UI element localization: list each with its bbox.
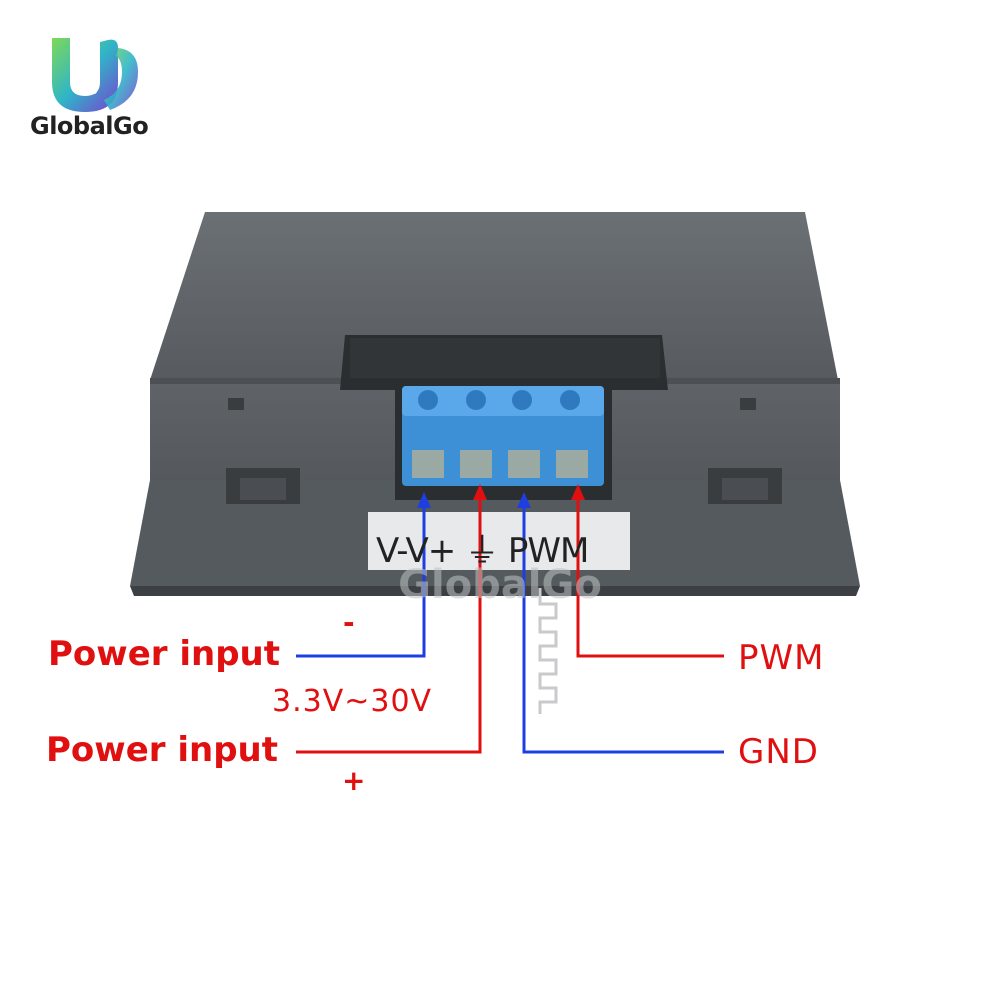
label-voltage-range: 3.3V~30V [272, 684, 433, 719]
label-pwm: PWM [738, 638, 825, 678]
terminal-label-text: V-V+ ⏚ PWM [376, 531, 589, 571]
label-positive-sign: + [342, 764, 366, 797]
label-power-input-negative: Power input [48, 634, 281, 674]
wire-power-positive [296, 484, 487, 754]
pwm-wave-icon [538, 588, 558, 714]
wire-gnd [517, 492, 724, 754]
wire-power-negative [296, 492, 431, 658]
label-negative-sign: - [343, 606, 355, 639]
label-gnd: GND [738, 732, 819, 772]
watermark: GlobalGo [398, 562, 602, 608]
wire-pwm [571, 484, 724, 658]
label-power-input-positive: Power input [46, 730, 279, 770]
brand-name: GlobalGo [30, 112, 149, 140]
terminal-label-plate [368, 512, 630, 570]
terminal-block [402, 386, 604, 486]
brand-logo-icon [52, 38, 138, 112]
